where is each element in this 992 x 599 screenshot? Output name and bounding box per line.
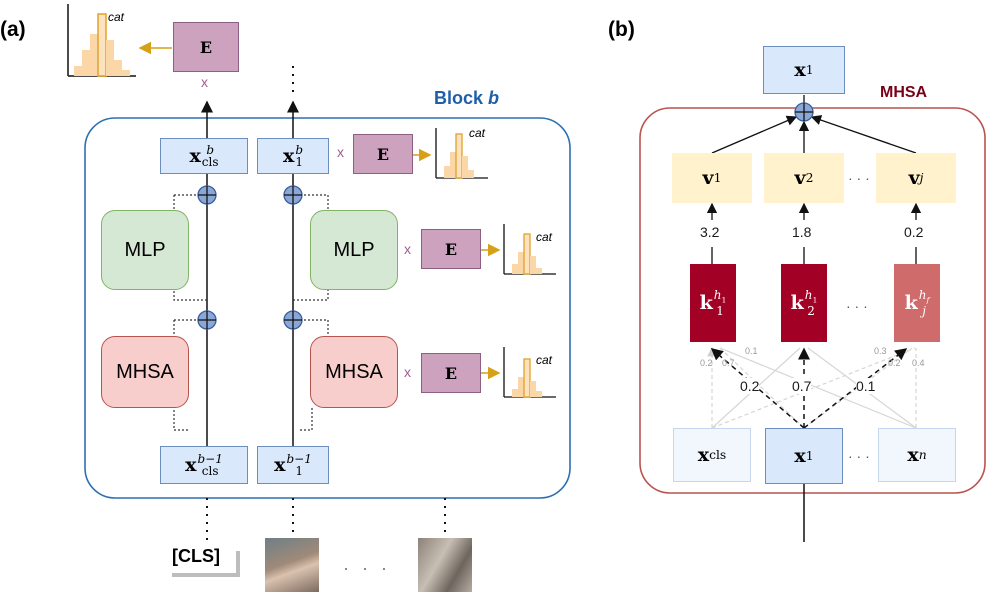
attn-weight-3: 0.1 bbox=[856, 378, 876, 394]
small-weight-2: 0.7 bbox=[722, 358, 735, 368]
small-weight-1: 0.2 bbox=[700, 358, 713, 368]
histogram-mlp bbox=[503, 224, 556, 275]
patch-ellipsis: · · · bbox=[343, 558, 391, 578]
cat-label-top: cat bbox=[108, 10, 125, 24]
value-ellipsis: · · · bbox=[848, 170, 870, 186]
key-ellipsis: · · · bbox=[846, 298, 868, 314]
panel-label-a: (a) bbox=[0, 18, 26, 41]
embedding-box-x1: E bbox=[353, 134, 413, 174]
image-patch-1 bbox=[265, 538, 319, 592]
block-title: Block b bbox=[434, 88, 500, 108]
plus-node-cls-upper bbox=[197, 185, 217, 205]
attn-weight-2: 0.7 bbox=[792, 378, 812, 394]
multiply-mark-top: x bbox=[201, 74, 208, 90]
embedding-box-top: E bbox=[173, 22, 239, 72]
value-weight-2: 1.8 bbox=[792, 224, 812, 240]
mhsa-block-x1: MHSA bbox=[310, 336, 398, 408]
histogram-x1 bbox=[435, 128, 488, 179]
small-weight-6: 0.4 bbox=[912, 358, 925, 368]
attn-weight-1: 0.2 bbox=[740, 378, 760, 394]
mlp-block-x1: MLP bbox=[310, 210, 398, 290]
mlp-block-cls: MLP bbox=[101, 210, 189, 290]
small-weight-4: 0.3 bbox=[874, 346, 887, 356]
cls-token-label: [CLS] bbox=[172, 546, 220, 566]
value-weight-1: 3.2 bbox=[700, 224, 720, 240]
cat-label-mlp: cat bbox=[536, 230, 553, 244]
embedding-box-mhsa: E bbox=[421, 353, 481, 393]
histogram-mhsa bbox=[503, 347, 556, 398]
plus-node-x1-upper bbox=[283, 185, 303, 205]
plus-node-mhsa bbox=[794, 102, 814, 122]
embedding-box-mlp: E bbox=[421, 229, 481, 269]
image-patch-n bbox=[418, 538, 472, 592]
multiply-mark-mlp: x bbox=[404, 241, 411, 257]
panel-label-b: (b) bbox=[608, 18, 635, 41]
small-weight-3: 0.1 bbox=[745, 346, 758, 356]
mhsa-title: MHSA bbox=[880, 84, 928, 101]
input-ellipsis: · · · bbox=[848, 448, 870, 464]
cat-label-mhsa: cat bbox=[536, 353, 553, 367]
plus-node-x1-lower bbox=[283, 310, 303, 330]
cat-label-x1: cat bbox=[469, 126, 486, 140]
multiply-mark-mhsa: x bbox=[404, 364, 411, 380]
value-weight-j: 0.2 bbox=[904, 224, 924, 240]
histogram-top bbox=[67, 4, 136, 77]
block-container bbox=[84, 117, 571, 499]
multiply-mark-x1: x bbox=[337, 144, 344, 160]
plus-node-cls-lower bbox=[197, 310, 217, 330]
mhsa-block-cls: MHSA bbox=[101, 336, 189, 408]
small-weight-5: 0.2 bbox=[888, 358, 901, 368]
